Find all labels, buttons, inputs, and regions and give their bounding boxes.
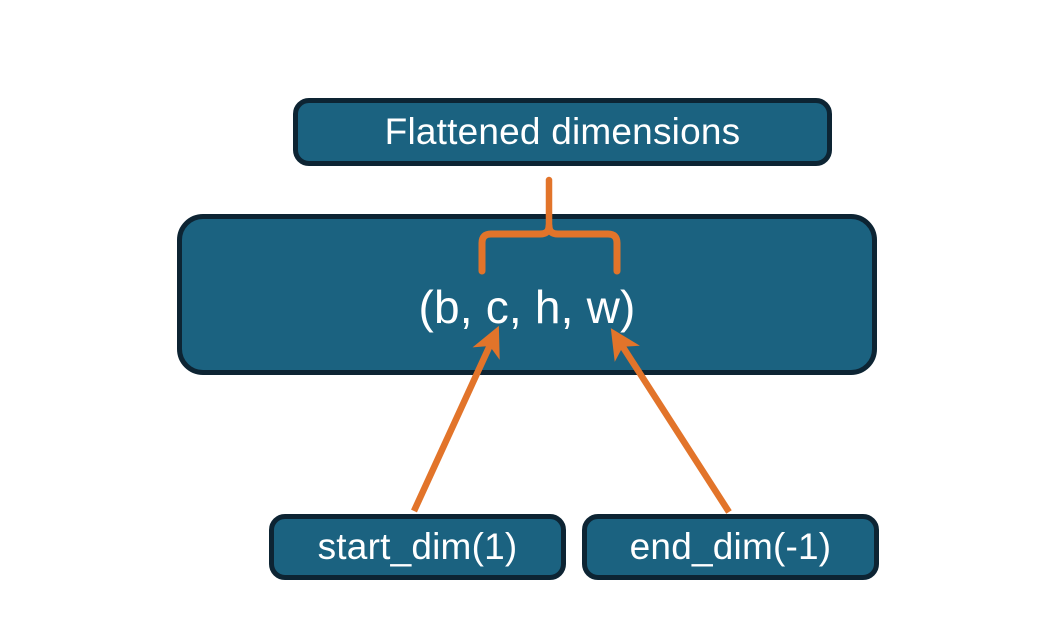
end-dim-box[interactable]: end_dim(-1)	[582, 514, 879, 580]
arrow-start-dim-to-dim-c[interactable]	[411, 325, 500, 513]
start-dim-label: start_dim(1)	[317, 526, 518, 567]
tensor-shape-box[interactable]: (b, c, h, w)	[177, 214, 877, 375]
flattened-dimensions-label: Flattened dimensions	[384, 111, 741, 152]
start-dim-box[interactable]: start_dim(1)	[269, 514, 566, 580]
arrow-end-dim-to-dim-w[interactable]	[610, 328, 732, 514]
tensor-shape-label: (b, c, h, w)	[418, 280, 636, 333]
end-dim-label: end_dim(-1)	[629, 526, 832, 567]
flattened-dimensions-box[interactable]: Flattened dimensions	[293, 98, 832, 166]
